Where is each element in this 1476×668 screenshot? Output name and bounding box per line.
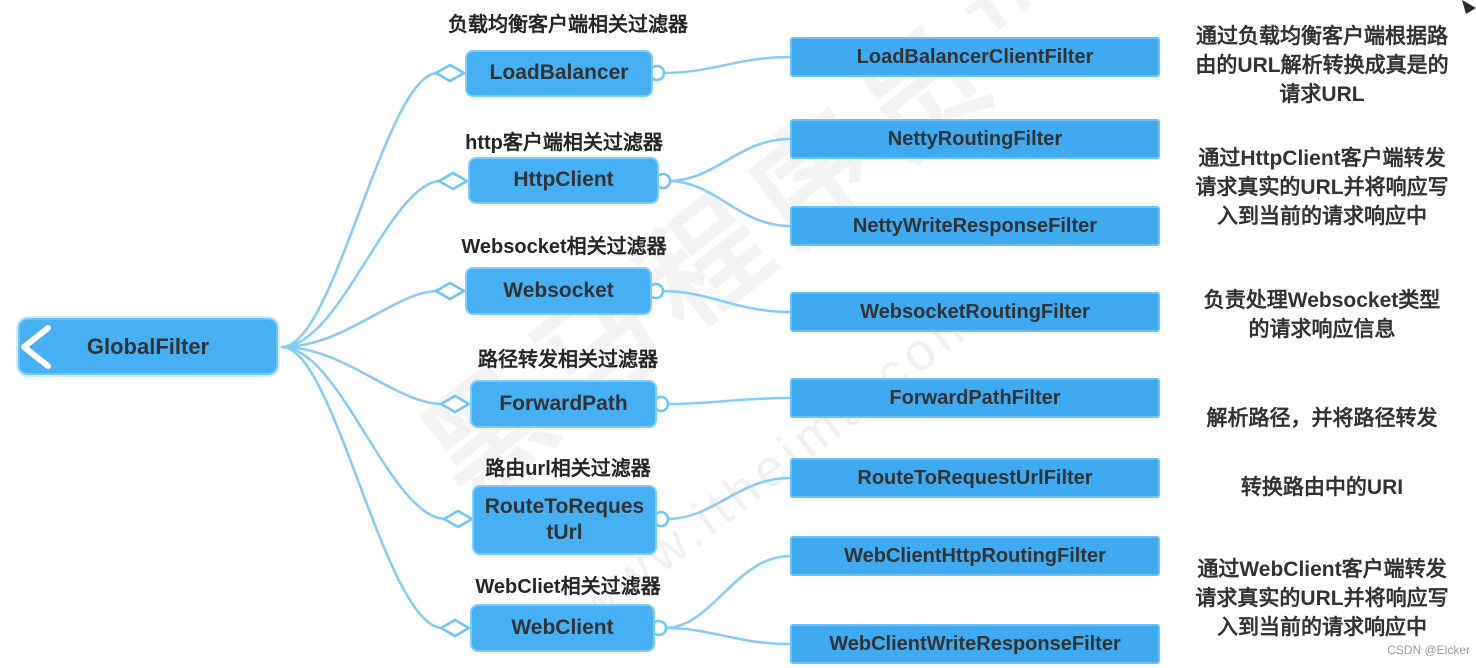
filter-node-websocketroutingfilter[interactable]: WebsocketRoutingFilter <box>790 292 1160 332</box>
topic-node-httpclient[interactable]: HttpClient <box>468 157 659 204</box>
topic-label: Websocket <box>503 278 614 302</box>
category-label-httpclient: http客户端相关过滤器 <box>465 132 663 154</box>
topic-label: HttpClient <box>513 168 614 192</box>
category-label-forwardpath: 路径转发相关过滤器 <box>478 349 658 371</box>
topic-label: WebClient <box>511 615 614 639</box>
filter-label: LoadBalancerClientFilter <box>856 45 1094 68</box>
filter-label: RouteToRequestUrlFilter <box>857 466 1093 489</box>
category-label-routeurl: 路由url相关过滤器 <box>485 458 651 480</box>
topic-label: ForwardPath <box>499 391 628 415</box>
filter-label: WebClientHttpRoutingFilter <box>844 544 1106 567</box>
category-label-loadbalancer: 负载均衡客户端相关过滤器 <box>448 14 688 36</box>
description-webclient: 通过WebClient客户端转发 请求真实的URL并将响应写 入到当前的请求响应… <box>1195 558 1449 639</box>
topic-node-webclient[interactable]: WebClient <box>470 604 655 652</box>
csdn-credit: CSDN @Elcker <box>1387 643 1470 657</box>
description-forwardpath: 解析路径，并将路径转发 <box>1206 407 1438 430</box>
filter-label: WebClientWriteResponseFilter <box>829 632 1121 655</box>
filter-node-webclienthttproutingfilter[interactable]: WebClientHttpRoutingFilter <box>790 536 1160 576</box>
filter-node-loadbalancerclientfilter[interactable]: LoadBalancerClientFilter <box>790 37 1160 77</box>
description-websocket: 负责处理Websocket类型 的请求响应信息 <box>1203 289 1441 341</box>
filter-node-nettywriteresponsefilter[interactable]: NettyWriteResponseFilter <box>790 206 1160 246</box>
filter-label: ForwardPathFilter <box>889 386 1061 409</box>
topic-label: RouteToRequestUrl <box>484 494 645 544</box>
description-httpclient: 通过HttpClient客户端转发 请求真实的URL并将响应写 入到当前的请求响… <box>1195 147 1449 228</box>
root-node-label: GlobalFilter <box>86 333 210 359</box>
root-node-globalfilter[interactable]: GlobalFilter <box>18 318 278 375</box>
topic-label: LoadBalancer <box>489 61 629 85</box>
filter-label: NettyWriteResponseFilter <box>852 214 1098 237</box>
filter-node-forwardpathfilter[interactable]: ForwardPathFilter <box>790 378 1160 418</box>
filter-node-webclientwriteresponsefilter[interactable]: WebClientWriteResponseFilter <box>790 624 1160 664</box>
description-routeurl: 转换路由中的URI <box>1240 476 1404 499</box>
filter-node-nettyroutingfilter[interactable]: NettyRoutingFilter <box>790 119 1160 159</box>
topic-node-websocket[interactable]: Websocket <box>465 267 652 315</box>
category-label-webclient: WebCliet相关过滤器 <box>475 576 661 598</box>
root-collapse-chevron-icon[interactable] <box>21 325 51 369</box>
topic-node-routetorequesturl[interactable]: RouteToRequestUrl <box>472 485 657 555</box>
filter-label: WebsocketRoutingFilter <box>860 300 1090 323</box>
category-label-websocket: Websocket相关过滤器 <box>461 236 667 258</box>
description-loadbalancer: 通过负载均衡客户端根据路 由的URL解析转换成真是的 请求URL <box>1195 25 1449 106</box>
filter-node-routetorequesturlfilter[interactable]: RouteToRequestUrlFilter <box>790 458 1160 498</box>
filter-label: NettyRoutingFilter <box>887 127 1063 150</box>
topic-node-loadbalancer[interactable]: LoadBalancer <box>465 50 653 97</box>
topic-node-forwardpath[interactable]: ForwardPath <box>470 380 657 428</box>
